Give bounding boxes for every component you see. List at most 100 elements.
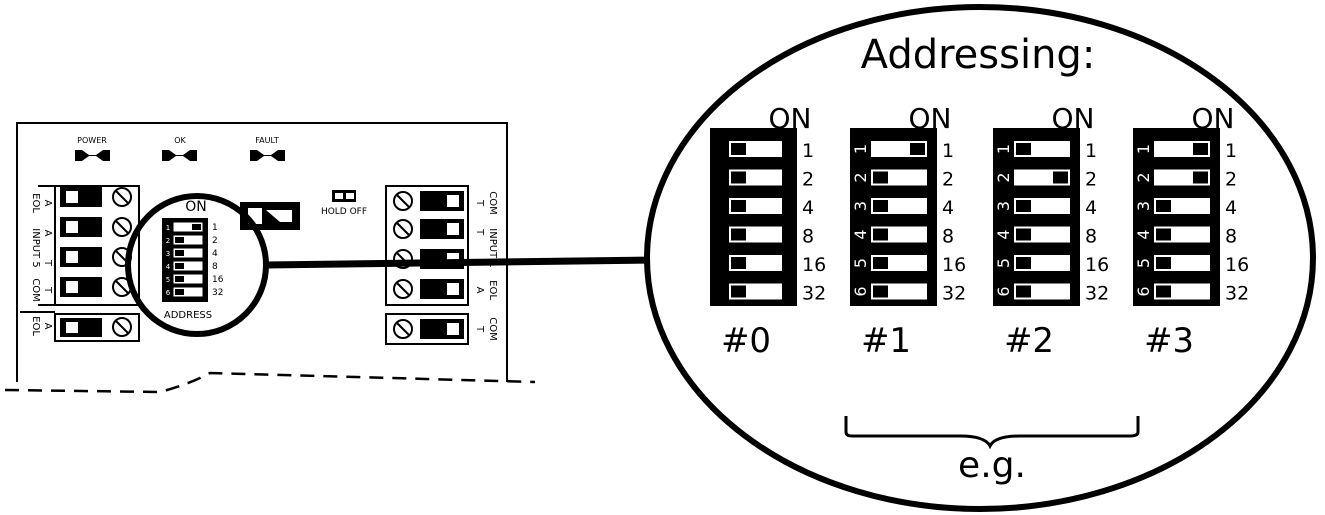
board-dip-value: 16 [212, 275, 224, 285]
right-label-t1: T [474, 199, 485, 207]
dip-value-label: 2 [802, 169, 814, 191]
led-row: POWER OK FAULT [75, 136, 285, 161]
board-dip-value: 8 [212, 262, 218, 272]
dip-switch-knob [873, 285, 888, 298]
dip-value-label: 16 [802, 254, 826, 276]
dip-switch-knob [1016, 200, 1031, 212]
dip-switch-number: 6 [851, 286, 870, 296]
left-label-input5: INPUT 5 [30, 228, 41, 267]
left-terminal-cell [60, 187, 132, 207]
dip-switch-number: 2 [1134, 172, 1153, 182]
dip-value-label: 8 [1085, 226, 1097, 248]
right-terminal-cell [393, 279, 464, 299]
left-terminal-cell [60, 217, 132, 237]
dip-example-label: #2 [1004, 321, 1054, 361]
left-bottom-terminal: A EOL [20, 311, 140, 342]
board-dip-toggle [172, 260, 204, 272]
right-label-eol: EOL [487, 280, 498, 300]
left-terminal-cell [60, 247, 132, 267]
dip-value-label: 16 [1225, 254, 1249, 276]
dip-value-label: 8 [802, 226, 814, 248]
dip-switch-knob [1016, 228, 1031, 241]
left-label-a1: A [42, 200, 53, 207]
left-label-t2: T [42, 286, 53, 294]
right-terminal-cell [393, 219, 464, 239]
left-label-a2: A [42, 230, 53, 237]
dip-value-label: 4 [1225, 197, 1237, 219]
dip-switch-knob [1053, 171, 1068, 184]
right-label-com: COM [487, 191, 498, 214]
right-label-t2: T [474, 228, 485, 236]
dip-switch-knob [1156, 257, 1171, 269]
dip-value-label: 32 [1225, 283, 1249, 305]
dip-value-label: 2 [1225, 169, 1237, 191]
dip-switch-knob [1156, 228, 1171, 241]
right-bottom-label-t: T [474, 325, 485, 333]
right-bottom-terminal: T COM [385, 313, 498, 345]
dip-switch-number: 3 [851, 201, 870, 211]
dip-value-label: 1 [1085, 140, 1097, 162]
dip-switch-knob [873, 257, 888, 269]
left-label-t1: T [42, 259, 53, 267]
dip-value-label: 32 [1085, 283, 1109, 305]
board-dip-number: 3 [166, 250, 170, 258]
dip-example-label: #1 [861, 321, 911, 361]
dip-switch-knob [873, 228, 888, 241]
board-dip-value: 32 [212, 288, 223, 298]
dip-switch-number: 5 [1134, 258, 1153, 268]
right-terminal-block: T COM T INPUT 1 A EOL [385, 185, 498, 306]
dip-value-label: 4 [802, 197, 814, 219]
dip-value-label: 1 [942, 140, 954, 162]
dip-value-label: 8 [942, 226, 954, 248]
dip-switch-number: 5 [851, 258, 870, 268]
dip-switch-number: 1 [851, 144, 870, 154]
board-dip-number: 2 [166, 237, 170, 245]
left-label-eol: EOL [30, 193, 41, 213]
dip-switch-knob [873, 200, 888, 212]
dip-switch-knob [1193, 171, 1208, 184]
fault-led: FAULT [250, 136, 285, 161]
board-dip-toggle [172, 234, 204, 246]
dip-value-label: 32 [942, 283, 966, 305]
right-terminal-cells [393, 191, 464, 299]
dip-switch-knob [1016, 285, 1031, 298]
power-led: POWER [75, 136, 110, 161]
dip-value-label: 2 [1085, 169, 1097, 191]
dip-switch-number: 6 [1134, 286, 1153, 296]
dip-switch-number: 1 [994, 144, 1013, 154]
board-dip-number: 6 [166, 289, 171, 297]
right-terminal-cell [393, 191, 464, 211]
dip-switch-number: 3 [1134, 201, 1153, 211]
led-label-power: POWER [77, 136, 107, 145]
board-panel: POWER OK FAULT HOLD OFF [4, 122, 536, 394]
dip-switch-number: 1 [1134, 144, 1153, 154]
dip-switch-knob [731, 228, 746, 241]
board-dip-toggle [172, 221, 204, 233]
board-dip-number: 1 [166, 224, 170, 232]
dip-switch-knob [1156, 285, 1171, 298]
dip-switch-knob [731, 171, 746, 184]
left-label-com: COM [30, 278, 41, 301]
hold-off-switch: HOLD OFF [321, 190, 367, 217]
dip-switch-number: 4 [1134, 229, 1153, 239]
board-dip-value: 2 [212, 236, 218, 246]
dip-value-label: 1 [802, 140, 814, 162]
board-torn-edge [4, 371, 536, 394]
dip-switch-number: 4 [994, 229, 1013, 239]
hold-off-label: HOLD OFF [321, 207, 367, 217]
addressing-title: Addressing: [861, 32, 1096, 78]
eg-brace [844, 416, 1140, 450]
dip-switch-number: 2 [994, 172, 1013, 182]
board-dip-toggle [172, 273, 204, 285]
board-dip-value: 4 [212, 249, 218, 259]
board-dip-toggle [172, 247, 204, 259]
dip-switch-knob [1156, 200, 1171, 212]
dip-switch-knob [910, 143, 925, 155]
dip-switch-knob [731, 285, 746, 298]
dip-value-label: 8 [1225, 226, 1237, 248]
